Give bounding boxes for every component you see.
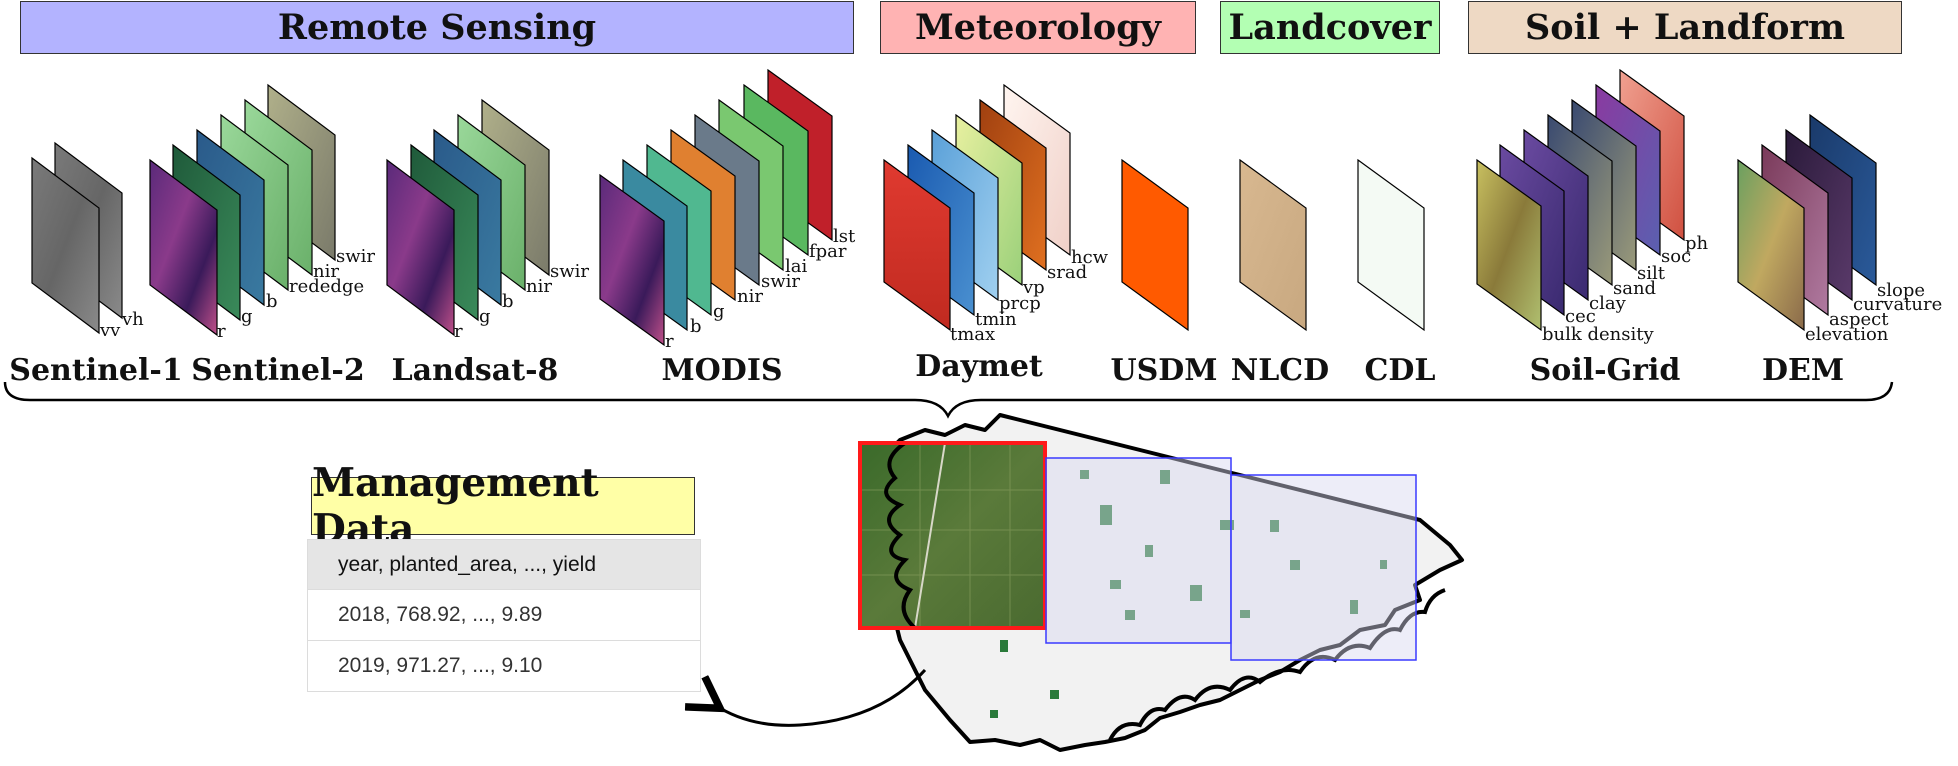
band-label-nir: nir <box>313 261 339 282</box>
dem-layer-elevation <box>1737 158 1805 332</box>
satellite-road <box>914 442 946 629</box>
modis-layer-r <box>599 173 665 347</box>
band-label-aspect: aspect <box>1829 309 1889 330</box>
category-soil-landform: Soil + Landform <box>1468 1 1902 54</box>
tile-outline-blue-1 <box>1045 457 1232 644</box>
river-boundary <box>1108 588 1446 741</box>
band-label-elevation: elevation <box>1805 324 1889 345</box>
band-label-r: r <box>665 331 674 352</box>
source-usdm: USDM <box>1110 353 1217 388</box>
band-label-ph: ph <box>1685 233 1709 254</box>
county-map <box>858 413 1464 752</box>
modis-stack <box>599 68 833 347</box>
band-label-swir: swir <box>761 271 800 292</box>
landsat8-stack <box>386 98 550 337</box>
band-label-b: b <box>690 316 702 337</box>
daymet-layer-tmax <box>883 158 951 332</box>
band-label-g: g <box>241 306 253 327</box>
soilgrid-stack <box>1476 68 1685 332</box>
table-row: 2019, 971.27, ..., 9.10 <box>307 641 701 692</box>
landsat8-layer-r <box>386 158 455 337</box>
source-sentinel2: Sentinel-2 <box>191 353 364 388</box>
cdl-layer <box>1357 158 1425 332</box>
band-label-lst: lst <box>833 226 856 247</box>
band-label-vh: vh <box>121 309 144 330</box>
band-label-swir: swir <box>336 246 375 267</box>
band-label-tmax: tmax <box>950 324 995 345</box>
source-daymet: Daymet <box>915 349 1043 384</box>
source-modis: MODIS <box>661 353 782 388</box>
tile-highlight-red <box>858 441 1047 630</box>
band-label-vv: vv <box>99 320 121 341</box>
band-label-fpar: fpar <box>809 241 847 262</box>
table-header-row: year, planted_area, ..., yield <box>307 539 701 590</box>
sentinel1-layer-vv <box>31 156 100 335</box>
band-label-sand: sand <box>1613 278 1656 299</box>
arrow-to-management <box>715 668 927 727</box>
band-label-swir: swir <box>550 261 589 282</box>
band-label-soc: soc <box>1661 246 1691 267</box>
band-label-vp: vp <box>1022 277 1045 298</box>
source-landsat8: Landsat-8 <box>392 353 559 388</box>
band-label-g: g <box>479 306 491 327</box>
band-label-lai: lai <box>785 256 807 277</box>
tile-outline-blue-2 <box>1230 474 1417 661</box>
source-dem: DEM <box>1762 353 1844 388</box>
band-labels: vv vh r g b rededge nir swir r g b nir s… <box>99 226 1942 352</box>
table-row: 2018, 768.92, ..., 9.89 <box>307 590 701 641</box>
daymet-stack <box>883 83 1071 332</box>
sentinel2-layer-r <box>149 158 218 337</box>
band-label-g: g <box>713 301 725 322</box>
source-nlcd: NLCD <box>1231 353 1329 388</box>
source-cdl: CDL <box>1365 353 1436 388</box>
soilgrid-layer-bulk-density <box>1476 158 1542 332</box>
management-data-title: Management Data <box>311 460 695 552</box>
band-label-silt: silt <box>1637 263 1666 284</box>
band-label-r: r <box>217 321 226 342</box>
source-sentinel1: Sentinel-1 <box>9 353 182 388</box>
satellite-river-overlay <box>884 441 917 630</box>
nlcd-layer <box>1239 158 1307 332</box>
band-label-hcw: hcw <box>1071 247 1109 268</box>
band-label-prcp: prcp <box>999 293 1041 314</box>
source-soilgrid: Soil-Grid <box>1530 353 1681 388</box>
satellite-tile <box>860 443 1045 628</box>
band-label-r: r <box>454 321 463 342</box>
usdm-layer <box>1121 158 1189 332</box>
band-label-srad: srad <box>1047 262 1087 283</box>
dem-stack <box>1737 113 1877 332</box>
source-names: Sentinel-1 Sentinel-2 Landsat-8 MODIS Da… <box>9 349 1844 388</box>
band-label-cec: cec <box>1565 306 1596 327</box>
band-label-slope: slope <box>1877 280 1925 301</box>
sentinel2-stack <box>149 83 336 337</box>
sentinel1-stack <box>31 141 123 335</box>
band-label-curvature: curvature <box>1853 294 1942 315</box>
category-landcover: Landcover <box>1220 1 1440 54</box>
band-label-tmin: tmin <box>975 309 1017 330</box>
band-label-nir: nir <box>526 276 552 297</box>
band-label-b: b <box>502 291 514 312</box>
band-label-nir: nir <box>737 286 763 307</box>
crop-fields <box>990 470 1387 718</box>
category-meteorology: Meteorology <box>880 1 1196 54</box>
band-label-bulk-density: bulk density <box>1542 324 1654 345</box>
band-label-clay: clay <box>1589 293 1627 314</box>
band-label-rededge: rededge <box>289 276 364 297</box>
management-data-table: year, planted_area, ..., yield 2018, 768… <box>307 539 701 692</box>
grouping-brace <box>3 381 1894 419</box>
category-remote-sensing: Remote Sensing <box>20 1 854 54</box>
band-label-b: b <box>266 291 278 312</box>
